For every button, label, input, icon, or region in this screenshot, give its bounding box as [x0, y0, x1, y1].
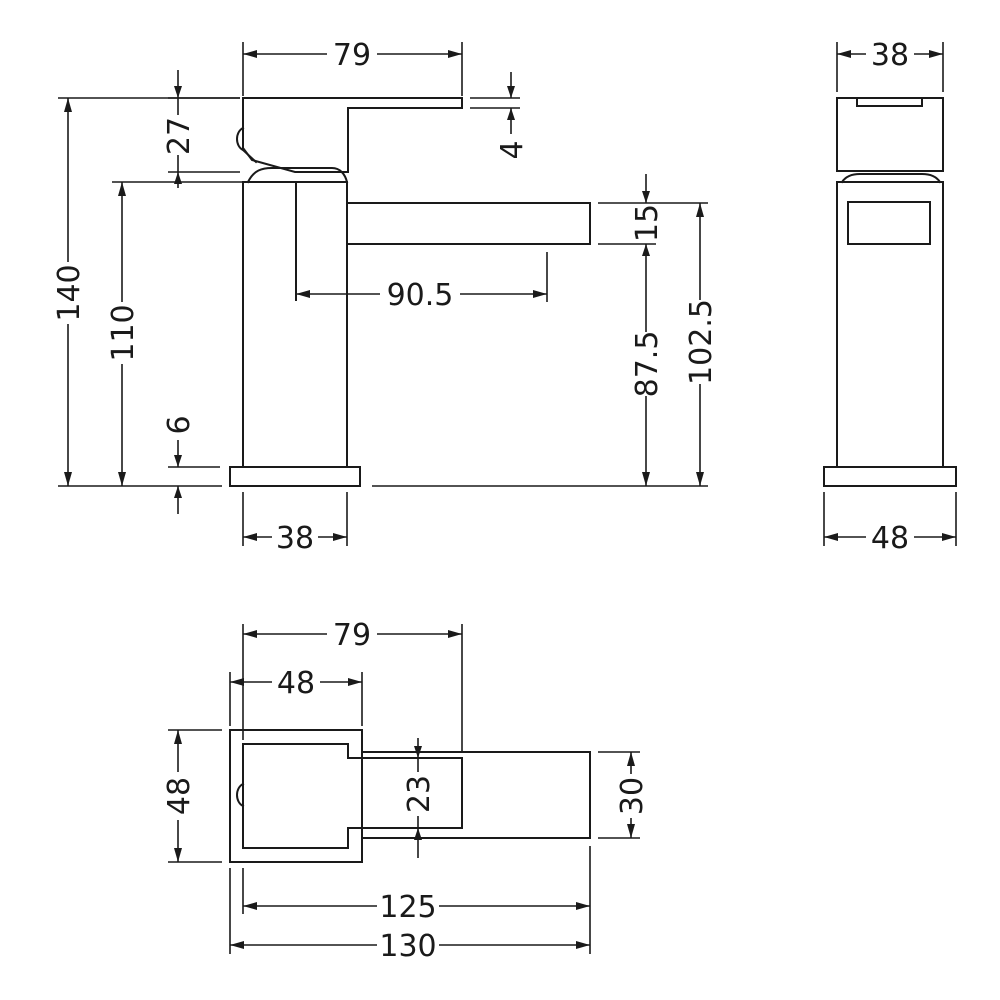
handle-knob-arc [236, 126, 245, 152]
dim-side-width: 79 [333, 38, 371, 73]
front-spout-outlet [847, 201, 931, 245]
plan-base-outline [229, 729, 363, 863]
plan-view [229, 729, 591, 863]
front-handle [836, 97, 944, 172]
dim-base-thickness: 6 [162, 415, 197, 434]
front-handle-slot [856, 97, 923, 107]
front-dimensions: 38 48 [823, 36, 957, 556]
plan-knob-arc [236, 782, 245, 808]
dim-front-base-width: 48 [871, 521, 909, 556]
dim-plan-total-depth: 79 [333, 618, 371, 653]
front-collar [840, 173, 942, 184]
handle-lever [242, 97, 463, 173]
dim-plan-neck-width: 23 [402, 775, 437, 813]
dim-plan-base-depth: 48 [277, 666, 315, 701]
dim-plan-reach-short: 125 [379, 890, 436, 925]
dim-spout-height: 110 [106, 304, 141, 361]
front-base [823, 466, 957, 487]
dim-front-width: 38 [871, 38, 909, 73]
dim-handle-height: 27 [162, 117, 197, 155]
dim-plan-spout-width: 30 [615, 777, 650, 815]
dim-spout-depth: 15 [630, 204, 665, 242]
dim-plan-width: 48 [162, 777, 197, 815]
dim-spout-reach: 90.5 [387, 278, 454, 313]
dim-spout-underside: 87.5 [630, 331, 665, 398]
front-body [836, 181, 944, 468]
dim-spout-top: 102.5 [684, 299, 719, 385]
spout [346, 202, 591, 245]
body-collar [246, 167, 349, 184]
side-elevation-view [229, 97, 591, 487]
base-plate [229, 466, 361, 487]
plan-body-outline [242, 743, 463, 849]
dim-plan-reach-total: 130 [379, 929, 436, 964]
side-dimensions: 79 4 27 140 110 [50, 36, 719, 556]
handle-inner-edge [241, 148, 258, 164]
front-elevation-view [823, 97, 957, 487]
dim-overall-height: 140 [52, 264, 87, 321]
dim-body-width: 38 [276, 521, 314, 556]
plan-spout-outline [361, 751, 591, 839]
plan-dimensions: 79 48 48 23 30 [160, 617, 650, 964]
dim-handle-thickness: 4 [495, 140, 530, 159]
